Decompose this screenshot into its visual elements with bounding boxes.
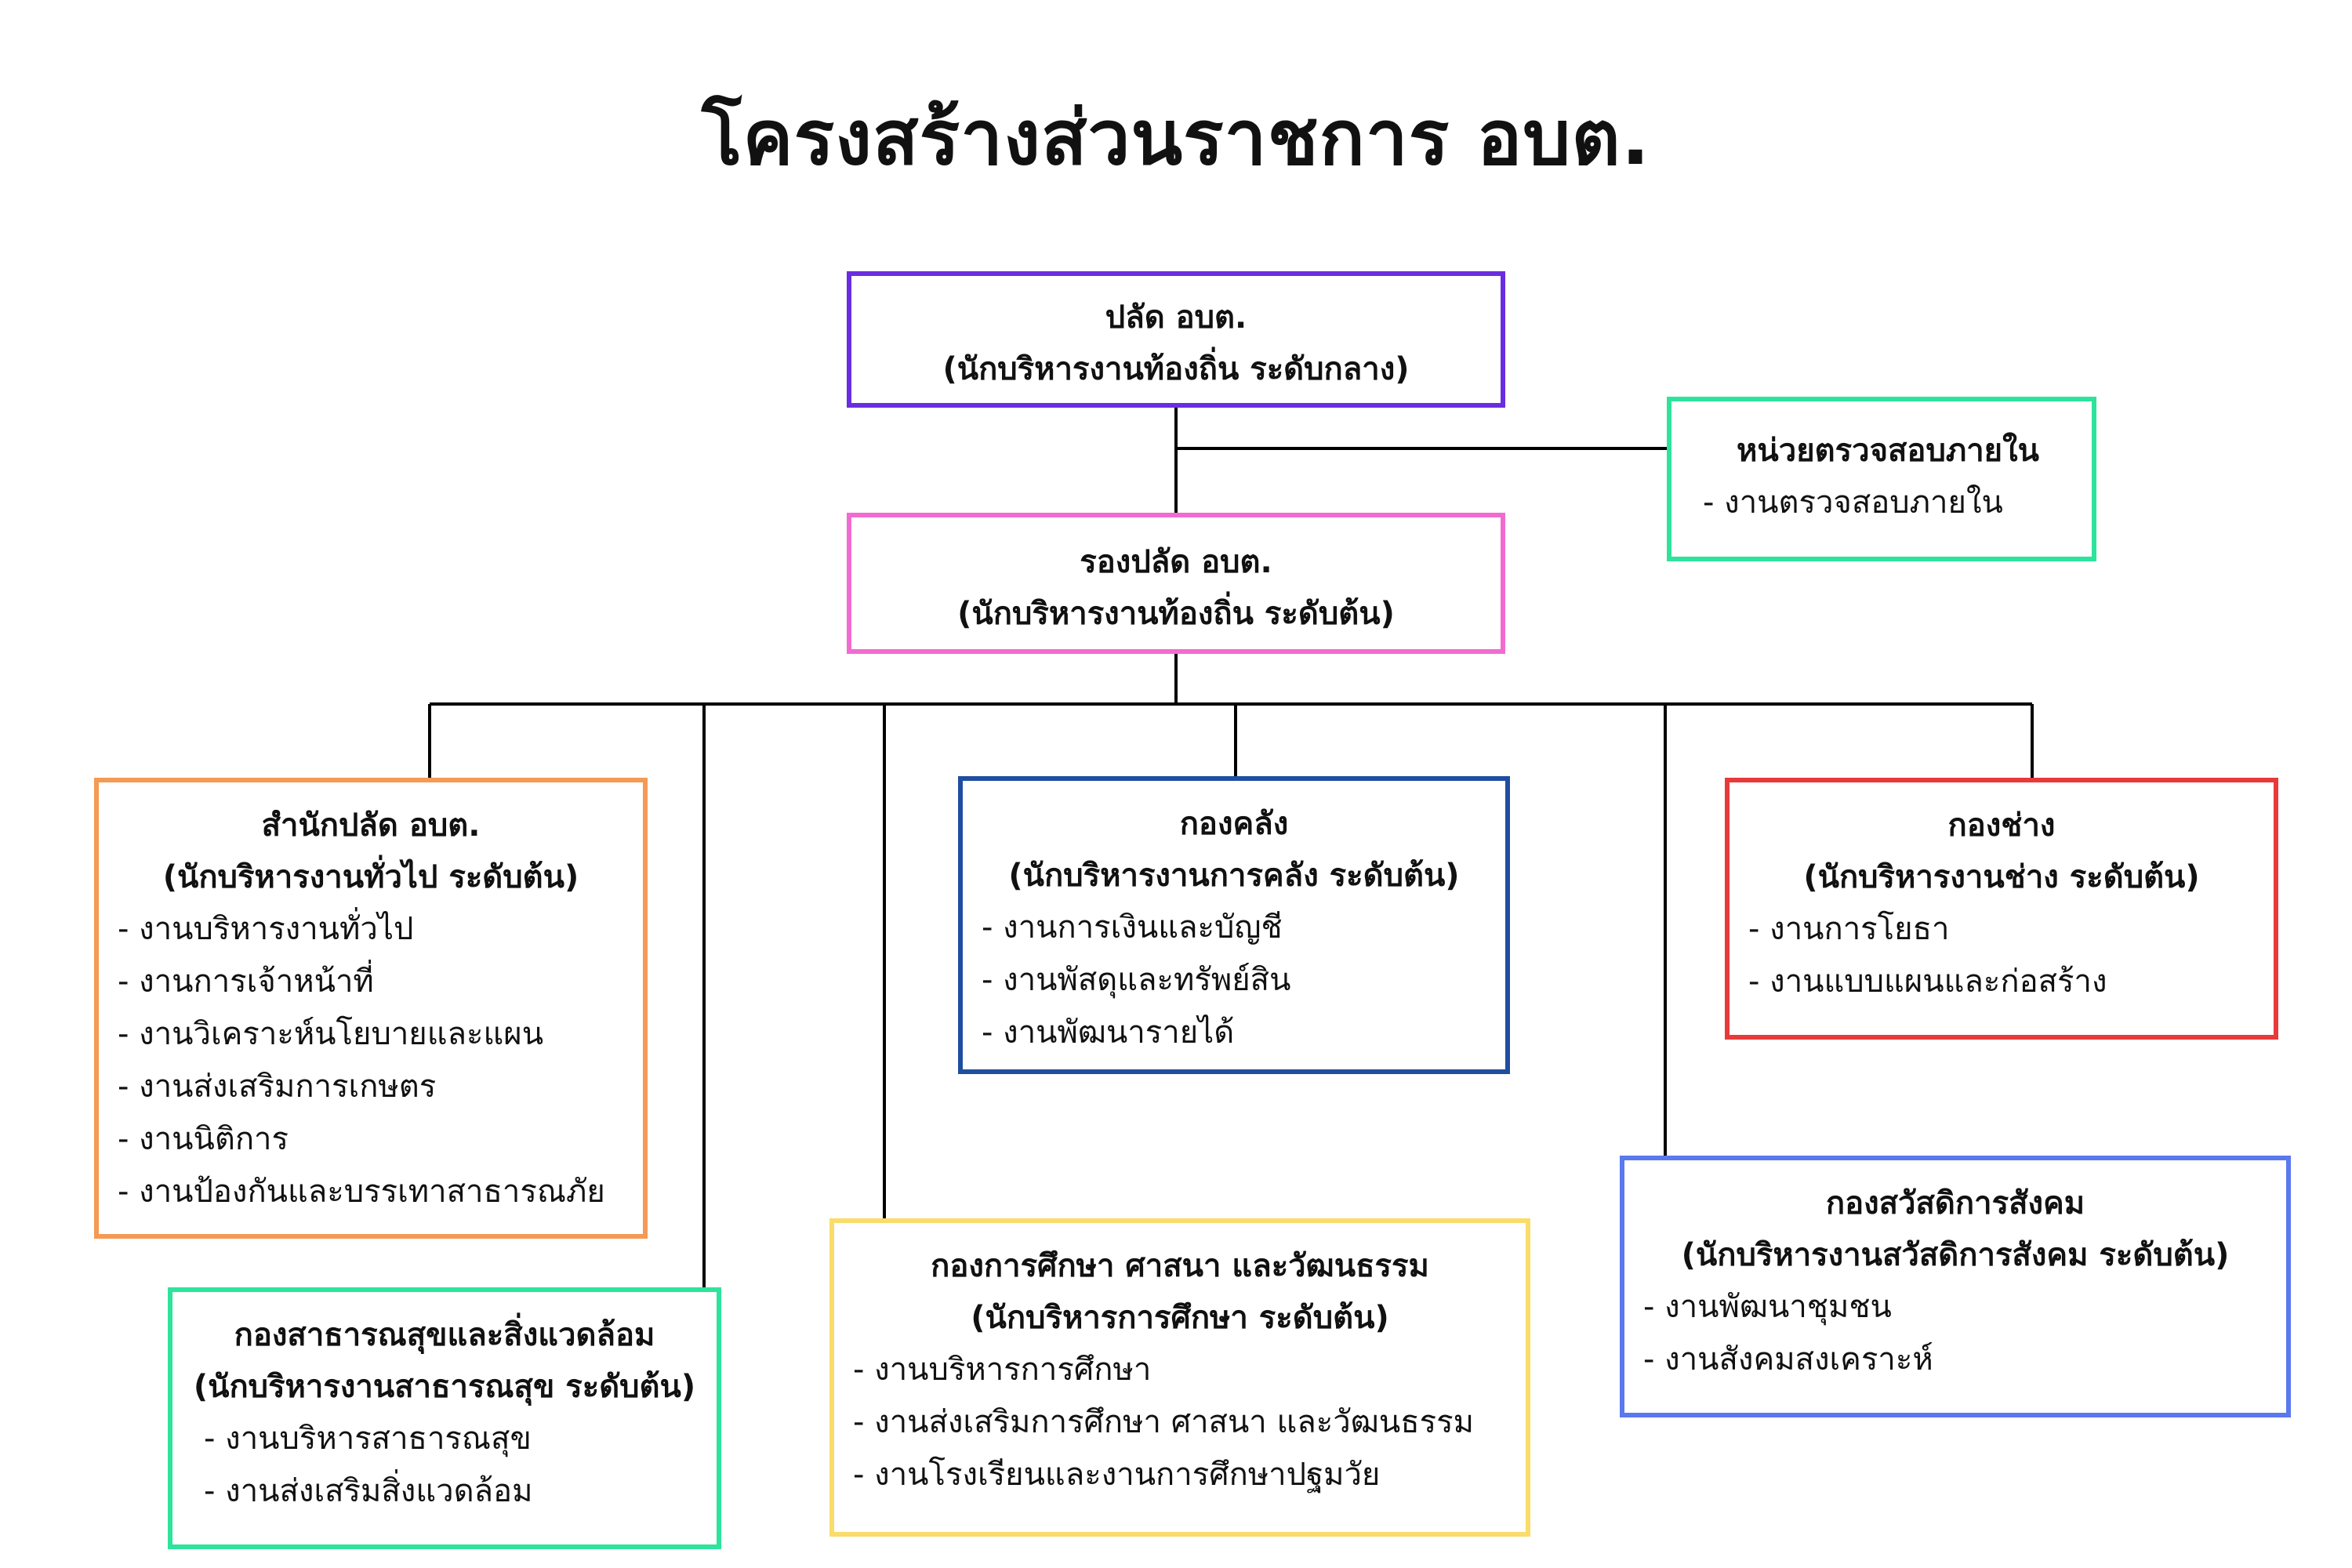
node-title: กองช่าง — [1947, 808, 2056, 844]
node-subtitle: (นักบริหารงานทั่วไป ระดับต้น) — [162, 859, 579, 895]
node-social-welfare: กองสวัสดิการสังคม (นักบริหารงานสวัสดิการ… — [1620, 1156, 2291, 1417]
list-item: งานตรวจสอบภายใน — [1703, 477, 2073, 529]
list-item: งานแบบแผนและก่อสร้าง — [1748, 956, 2255, 1008]
node-chief: ปลัด อบต. (นักบริหารงานท้องถิ่น ระดับกลา… — [847, 271, 1505, 408]
node-title: กองการศึกษา ศาสนา และวัฒนธรรม — [931, 1248, 1429, 1284]
page-title: โครงสร้างส่วนราชการ อบต. — [701, 94, 1651, 182]
node-subtitle: (นักบริหารการศึกษา ระดับต้น) — [971, 1300, 1389, 1336]
node-title: ปลัด อบต. — [1105, 299, 1247, 336]
node-subtitle: (นักบริหารงานสวัสดิการสังคม ระดับต้น) — [1681, 1237, 2230, 1273]
node-items: งานการเงินและบัญชี งานพัสดุและทรัพย์สิน … — [982, 902, 1486, 1059]
node-title: กองสวัสดิการสังคม — [1825, 1185, 2085, 1221]
list-item: งานพัสดุและทรัพย์สิน — [982, 954, 1486, 1007]
node-finance: กองคลัง (นักบริหารงานการคลัง ระดับต้น) ง… — [958, 776, 1510, 1074]
list-item: งานบริหารสาธารณสุข — [204, 1413, 698, 1465]
list-item: งานการโยธา — [1748, 903, 2255, 956]
node-items: งานบริหารสาธารณสุข งานส่งเสริมสิ่งแวดล้อ… — [191, 1413, 698, 1518]
list-item: งานวิเคราะห์นโยบายและแผน — [118, 1008, 624, 1061]
node-subtitle: (นักบริหารงานสาธารณสุข ระดับต้น) — [193, 1369, 696, 1405]
list-item: งานป้องกันและบรรเทาสาธารณภัย — [118, 1166, 624, 1218]
node-title: หน่วยตรวจสอบภายใน — [1737, 433, 2039, 469]
node-title: รองปลัด อบต. — [1080, 544, 1272, 580]
node-education: กองการศึกษา ศาสนา และวัฒนธรรม (นักบริหาร… — [829, 1218, 1530, 1537]
list-item: งานพัฒนารายได้ — [982, 1007, 1486, 1059]
node-subtitle: (นักบริหารงานการคลัง ระดับต้น) — [1008, 858, 1460, 894]
node-title: กองสาธารณสุขและสิ่งแวดล้อม — [234, 1317, 655, 1353]
list-item: งานการเงินและบัญชี — [982, 902, 1486, 954]
list-item: งานส่งเสริมการศึกษา ศาสนา และวัฒนธรรม — [853, 1396, 1507, 1449]
list-item: งานบริหารการศึกษา — [853, 1344, 1507, 1396]
node-title: สำนักปลัด อบต. — [261, 808, 481, 844]
node-engineering: กองช่าง (นักบริหารงานช่าง ระดับต้น) งานก… — [1725, 778, 2278, 1040]
node-deputy: รองปลัด อบต. (นักบริหารงานท้องถิ่น ระดับ… — [847, 513, 1505, 654]
list-item: งานส่งเสริมสิ่งแวดล้อม — [204, 1465, 698, 1518]
node-items: งานบริหารการศึกษา งานส่งเสริมการศึกษา ศา… — [853, 1344, 1507, 1501]
node-items: งานตรวจสอบภายใน — [1703, 477, 2073, 529]
node-items: งานการโยธา งานแบบแผนและก่อสร้าง — [1748, 903, 2255, 1008]
node-items: งานบริหารงานทั่วไป งานการเจ้าหน้าที่ งาน… — [118, 903, 624, 1218]
list-item: งานสังคมสงเคราะห์ — [1643, 1334, 2267, 1386]
list-item: งานนิติการ — [118, 1113, 624, 1166]
list-item: งานบริหารงานทั่วไป — [118, 903, 624, 956]
list-item: งานการเจ้าหน้าที่ — [118, 956, 624, 1008]
node-office-of-chief: สำนักปลัด อบต. (นักบริหารงานทั่วไป ระดับ… — [94, 778, 648, 1239]
list-item: งานพัฒนาชุมชน — [1643, 1281, 2267, 1334]
node-subtitle: (นักบริหารงานช่าง ระดับต้น) — [1803, 859, 2200, 895]
node-internal-audit: หน่วยตรวจสอบภายใน งานตรวจสอบภายใน — [1667, 397, 2096, 561]
node-subtitle: (นักบริหารงานท้องถิ่น ระดับกลาง) — [942, 351, 1410, 387]
list-item: งานส่งเสริมการเกษตร — [118, 1061, 624, 1113]
node-subtitle: (นักบริหารงานท้องถิ่น ระดับต้น) — [957, 596, 1395, 632]
list-item: งานโรงเรียนและงานการศึกษาปฐมวัย — [853, 1449, 1507, 1501]
node-items: งานพัฒนาชุมชน งานสังคมสงเคราะห์ — [1643, 1281, 2267, 1386]
node-public-health: กองสาธารณสุขและสิ่งแวดล้อม (นักบริหารงาน… — [168, 1287, 721, 1549]
node-title: กองคลัง — [1179, 806, 1289, 842]
